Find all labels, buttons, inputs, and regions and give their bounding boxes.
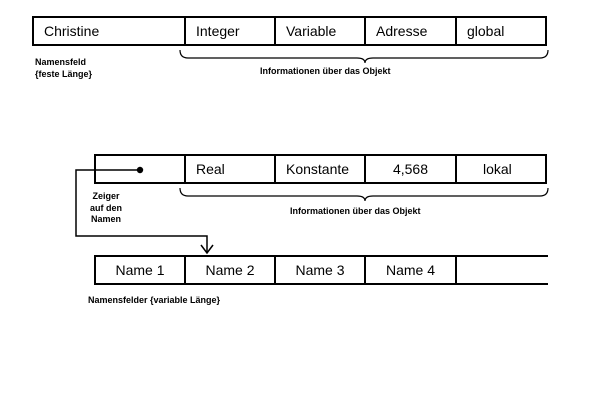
pointer-label-line2: auf den xyxy=(90,202,123,213)
brace-label-2: Informationen über das Objekt xyxy=(290,206,421,216)
name-field-label-line2: {feste Länge} xyxy=(35,68,93,79)
pointer-label: Zeiger auf den Namen xyxy=(90,191,122,226)
pointer-label-line1: Zeiger xyxy=(92,191,120,201)
brace-1 xyxy=(179,49,549,64)
brace-label-1: Informationen über das Objekt xyxy=(260,66,391,76)
name-slot: Name 4 xyxy=(364,255,457,285)
pointer-label-line3: Namen xyxy=(91,214,122,224)
name-field-label-line1: Namensfeld xyxy=(35,57,87,67)
pointer-arrowhead xyxy=(200,244,214,255)
pointer-arrow-line xyxy=(75,169,208,252)
info-cell-scope: global xyxy=(455,16,547,46)
info-cell-scope: lokal xyxy=(455,154,547,184)
name-field-label: Namensfeld {feste Länge} xyxy=(35,57,92,80)
name-fields-label: Namensfelder {variable Länge} xyxy=(88,295,221,305)
brace-2 xyxy=(179,187,549,202)
